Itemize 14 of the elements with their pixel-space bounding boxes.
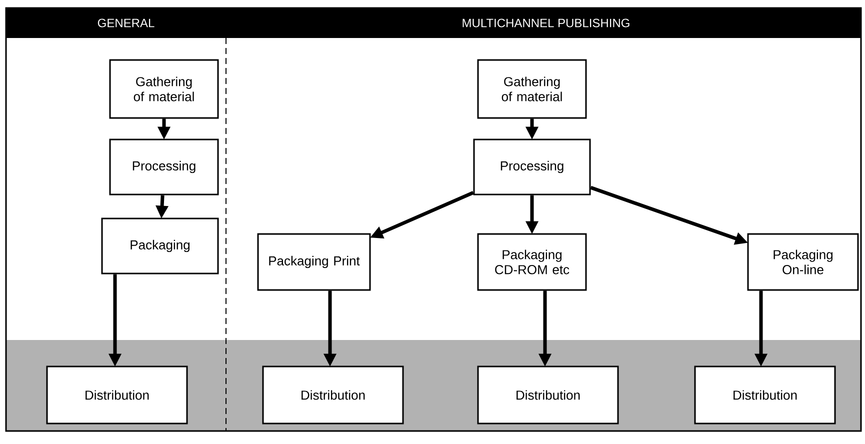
process-box: Packaging [101,218,219,274]
process-box: Processing [473,138,591,196]
process-box: Processing [109,138,219,196]
section-heading: MULTICHANNEL PUBLISHING [462,18,630,28]
process-box: Distribution [46,366,188,424]
process-box: Packaging On-line [747,233,859,291]
process-box: Distribution [477,366,619,424]
section-heading: GENERAL [98,18,154,28]
process-box: Distribution [262,366,404,424]
process-box: Gathering of material [477,59,587,119]
process-box: Gathering of material [109,59,219,119]
process-box: Distribution [694,366,836,424]
process-box: Packaging Print [257,233,371,291]
process-box: Packaging CD-ROM etc [477,233,587,291]
